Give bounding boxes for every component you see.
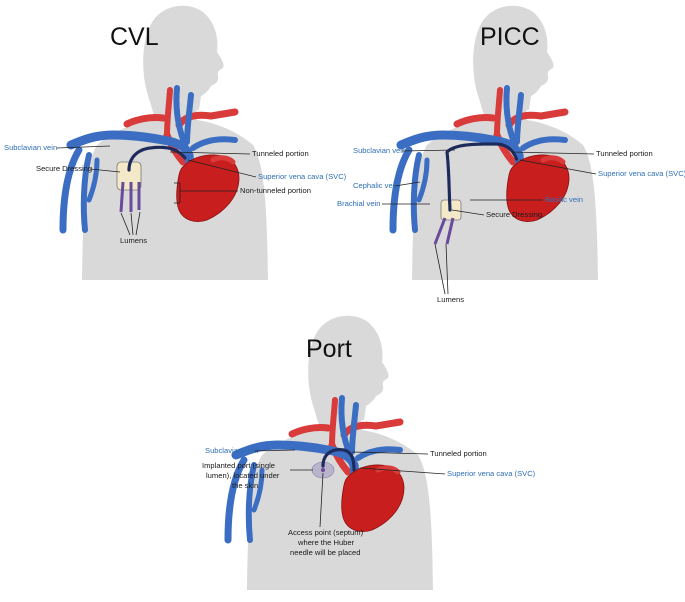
picc-title: PICC (480, 23, 540, 51)
port-title: Port (306, 335, 352, 363)
port-subclavian-label: Subclavian vein (205, 446, 258, 455)
cvl-lumens-label: Lumens (120, 236, 147, 245)
cvl-title: CVL (110, 23, 159, 51)
port-panel: Port Subclavian vein Tunneled portion Su… (202, 315, 536, 590)
picc-lumens-label: Lumens (437, 295, 464, 304)
port-implanted-label-3: the skin (232, 481, 258, 490)
picc-tunneled-label: Tunneled portion (596, 149, 653, 158)
cvl-svc-label: Superior vena cava (SVC) (258, 172, 347, 181)
picc-torso (393, 5, 598, 280)
cvl-secure-dressing-label: Secure Dressing (36, 164, 92, 173)
cvl-non-tunneled-label: Non-tunneled portion (240, 186, 311, 195)
port-access-label-1: Access point (septum) (288, 528, 364, 537)
picc-panel: PICC Subclavian vein Tunneled portion Su… (337, 5, 685, 304)
picc-cephalic-label: Cephalic vein (353, 181, 399, 190)
port-tunneled-label: Tunneled portion (430, 449, 487, 458)
cvl-subclavian-label: Subclavian vein (4, 143, 57, 152)
port-access-label-3: needle will be placed (290, 548, 361, 557)
port-implanted-label-1: Implanted port (single (202, 461, 275, 470)
picc-basilic-label: Basilic vein (545, 195, 583, 204)
picc-brachial-label: Brachial vein (337, 199, 380, 208)
cvl-panel: CVL Subclavian vein Secure Dressing Tunn… (4, 5, 347, 280)
port-implanted-label-2: lumen), located under (206, 471, 280, 480)
cvl-torso (63, 5, 268, 280)
port-access-label-2: where the Huber (297, 538, 355, 547)
picc-secure-dressing-label: Secure Dressing (486, 210, 542, 219)
picc-subclavian-label: Subclavian vein (353, 146, 406, 155)
cvl-tunneled-label: Tunneled portion (252, 149, 309, 158)
picc-svc-label: Superior vena cava (SVC) (598, 169, 685, 178)
port-svc-label: Superior vena cava (SVC) (447, 469, 536, 478)
